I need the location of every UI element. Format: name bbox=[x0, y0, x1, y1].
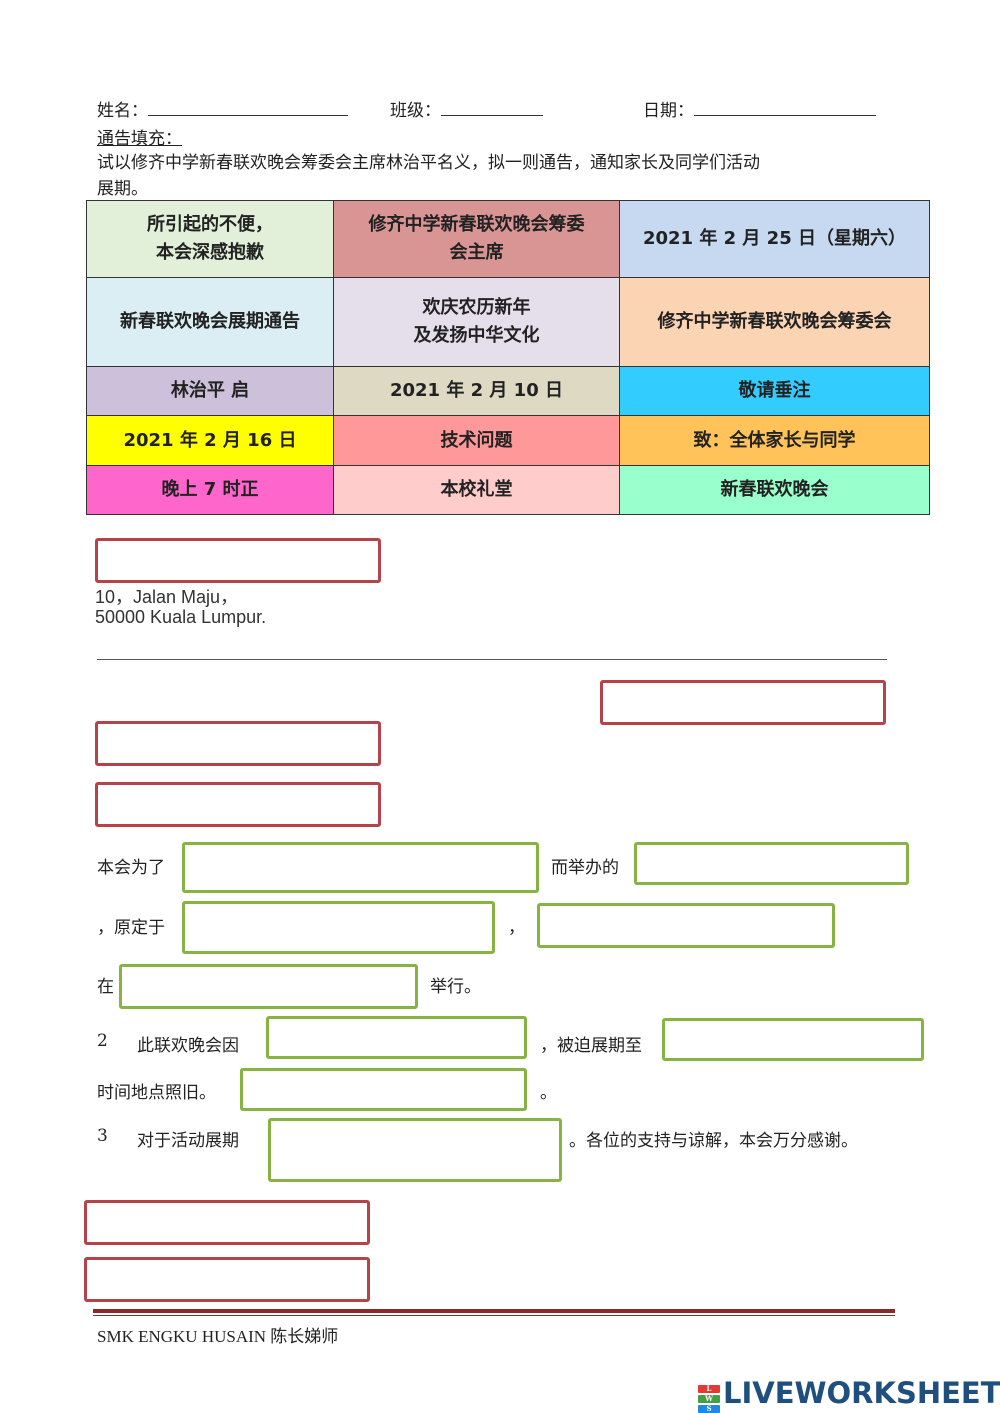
footer-rule bbox=[93, 1309, 895, 1313]
letterhead-divider bbox=[97, 659, 887, 660]
address-line-2: 50000 Kuala Lumpur. bbox=[95, 607, 267, 627]
option-cell: 敬请垂注 bbox=[619, 366, 930, 416]
answer-box-reason[interactable] bbox=[266, 1016, 527, 1059]
answer-input[interactable] bbox=[271, 1121, 559, 1179]
footer-credit: SMK ENGKU HUSAIN 陈长娣师 bbox=[97, 1327, 339, 1346]
paragraph-number: 2 bbox=[97, 1031, 108, 1051]
options-row: 所引起的不便， 本会深感抱歉 修齐中学新春联欢晚会筹委 会主席 2021 年 2… bbox=[86, 200, 930, 278]
body-text: 在 bbox=[97, 977, 114, 997]
answer-box-venue[interactable] bbox=[119, 964, 418, 1009]
answer-input[interactable] bbox=[98, 541, 378, 580]
footer-rule-thin bbox=[93, 1315, 895, 1316]
option-cell: 修齐中学新春联欢晚会筹委会 bbox=[619, 277, 930, 367]
date-underline bbox=[694, 101, 876, 116]
answer-input[interactable] bbox=[87, 1260, 367, 1299]
instructions-line-1: 试以修齐中学新春联欢晚会筹委会主席林治平名义，拟一则通告，通知家长及同学们活动 bbox=[97, 153, 760, 173]
body-text: 。各位的支持与谅解，本会万分感谢。 bbox=[569, 1131, 858, 1151]
answer-box-position[interactable] bbox=[84, 1257, 370, 1302]
answer-box-new-date[interactable] bbox=[662, 1018, 924, 1061]
option-cell: 致：全体家长与同学 bbox=[619, 415, 930, 466]
body-text: 本会为了 bbox=[97, 858, 165, 878]
answer-input[interactable] bbox=[243, 1071, 524, 1108]
answer-box-apology[interactable] bbox=[268, 1118, 562, 1182]
instructions-title: 通告填充： bbox=[97, 129, 182, 149]
name-label: 姓名： bbox=[97, 101, 148, 121]
answer-input[interactable] bbox=[665, 1021, 921, 1058]
answer-box-signature[interactable] bbox=[84, 1200, 370, 1245]
body-text: 对于活动展期 bbox=[137, 1131, 239, 1151]
option-cell: 本校礼堂 bbox=[333, 465, 620, 515]
answer-box-date[interactable] bbox=[600, 680, 886, 725]
date-field-row: 日期： bbox=[643, 96, 876, 121]
answer-box-recipient[interactable] bbox=[95, 721, 381, 766]
body-text: 而举办的 bbox=[551, 858, 619, 878]
name-field-row: 姓名： bbox=[97, 96, 348, 121]
option-cell: 林治平 启 bbox=[86, 366, 334, 416]
address-line-1: 10，Jalan Maju， bbox=[95, 587, 239, 607]
answer-input[interactable] bbox=[87, 1203, 367, 1242]
answer-options-table: 所引起的不便， 本会深感抱歉 修齐中学新春联欢晚会筹委 会主席 2021 年 2… bbox=[86, 200, 930, 515]
name-underline bbox=[148, 101, 348, 116]
class-label: 班级： bbox=[390, 101, 441, 121]
class-underline bbox=[441, 101, 543, 116]
option-cell: 欢庆农历新年 及发扬中华文化 bbox=[333, 277, 620, 367]
answer-input[interactable] bbox=[540, 906, 832, 945]
answer-box-purpose[interactable] bbox=[182, 842, 539, 893]
answer-box-original-date[interactable] bbox=[182, 901, 495, 954]
option-cell: 技术问题 bbox=[333, 415, 620, 466]
answer-input[interactable] bbox=[637, 845, 906, 882]
options-row: 新春联欢晚会展期通告 欢庆农历新年 及发扬中华文化 修齐中学新春联欢晚会筹委会 bbox=[86, 277, 930, 367]
answer-input[interactable] bbox=[122, 967, 415, 1006]
liveworksheets-logo: L W S LIVEWORKSHEETS bbox=[698, 1376, 1000, 1413]
options-row: 2021 年 2 月 16 日 技术问题 致：全体家长与同学 bbox=[86, 415, 930, 466]
answer-box-closing[interactable] bbox=[240, 1068, 527, 1111]
option-cell: 2021 年 2 月 10 日 bbox=[333, 366, 620, 416]
paragraph-number: 3 bbox=[97, 1126, 108, 1146]
body-text: ，被迫展期至 bbox=[540, 1036, 642, 1056]
option-cell: 修齐中学新春联欢晚会筹委 会主席 bbox=[333, 200, 620, 278]
answer-input[interactable] bbox=[603, 683, 883, 722]
body-text: 。 bbox=[540, 1083, 557, 1103]
class-field-row: 班级： bbox=[390, 96, 543, 121]
option-cell: 所引起的不便， 本会深感抱歉 bbox=[86, 200, 334, 278]
body-text: 时间地点照旧。 bbox=[97, 1083, 216, 1103]
answer-input[interactable] bbox=[98, 785, 378, 824]
brand-name: LIVEWORKSHEETS bbox=[723, 1376, 1000, 1410]
answer-input[interactable] bbox=[185, 904, 492, 951]
option-cell: 2021 年 2 月 25 日（星期六） bbox=[619, 200, 930, 278]
answer-input[interactable] bbox=[269, 1019, 524, 1056]
option-cell: 新春联欢晚会展期通告 bbox=[86, 277, 334, 367]
answer-box-title[interactable] bbox=[95, 782, 381, 827]
body-text: 此联欢晚会因 bbox=[137, 1036, 239, 1056]
option-cell: 晚上 7 时正 bbox=[86, 465, 334, 515]
body-text: 举行。 bbox=[430, 977, 481, 997]
answer-box-event[interactable] bbox=[634, 842, 909, 885]
body-text: ，原定于 bbox=[97, 918, 165, 938]
liveworksheets-mark-icon: L W S bbox=[698, 1384, 720, 1413]
answer-input[interactable] bbox=[185, 845, 536, 890]
body-text: ， bbox=[508, 918, 525, 938]
option-cell: 2021 年 2 月 16 日 bbox=[86, 415, 334, 466]
instructions-line-2: 展期。 bbox=[97, 179, 148, 199]
answer-box-sender[interactable] bbox=[95, 538, 381, 583]
options-row: 晚上 7 时正 本校礼堂 新春联欢晚会 bbox=[86, 465, 930, 515]
option-cell: 新春联欢晚会 bbox=[619, 465, 930, 515]
date-label: 日期： bbox=[643, 101, 694, 121]
options-row: 林治平 启 2021 年 2 月 10 日 敬请垂注 bbox=[86, 366, 930, 416]
answer-input[interactable] bbox=[98, 724, 378, 763]
answer-box-time[interactable] bbox=[537, 903, 835, 948]
